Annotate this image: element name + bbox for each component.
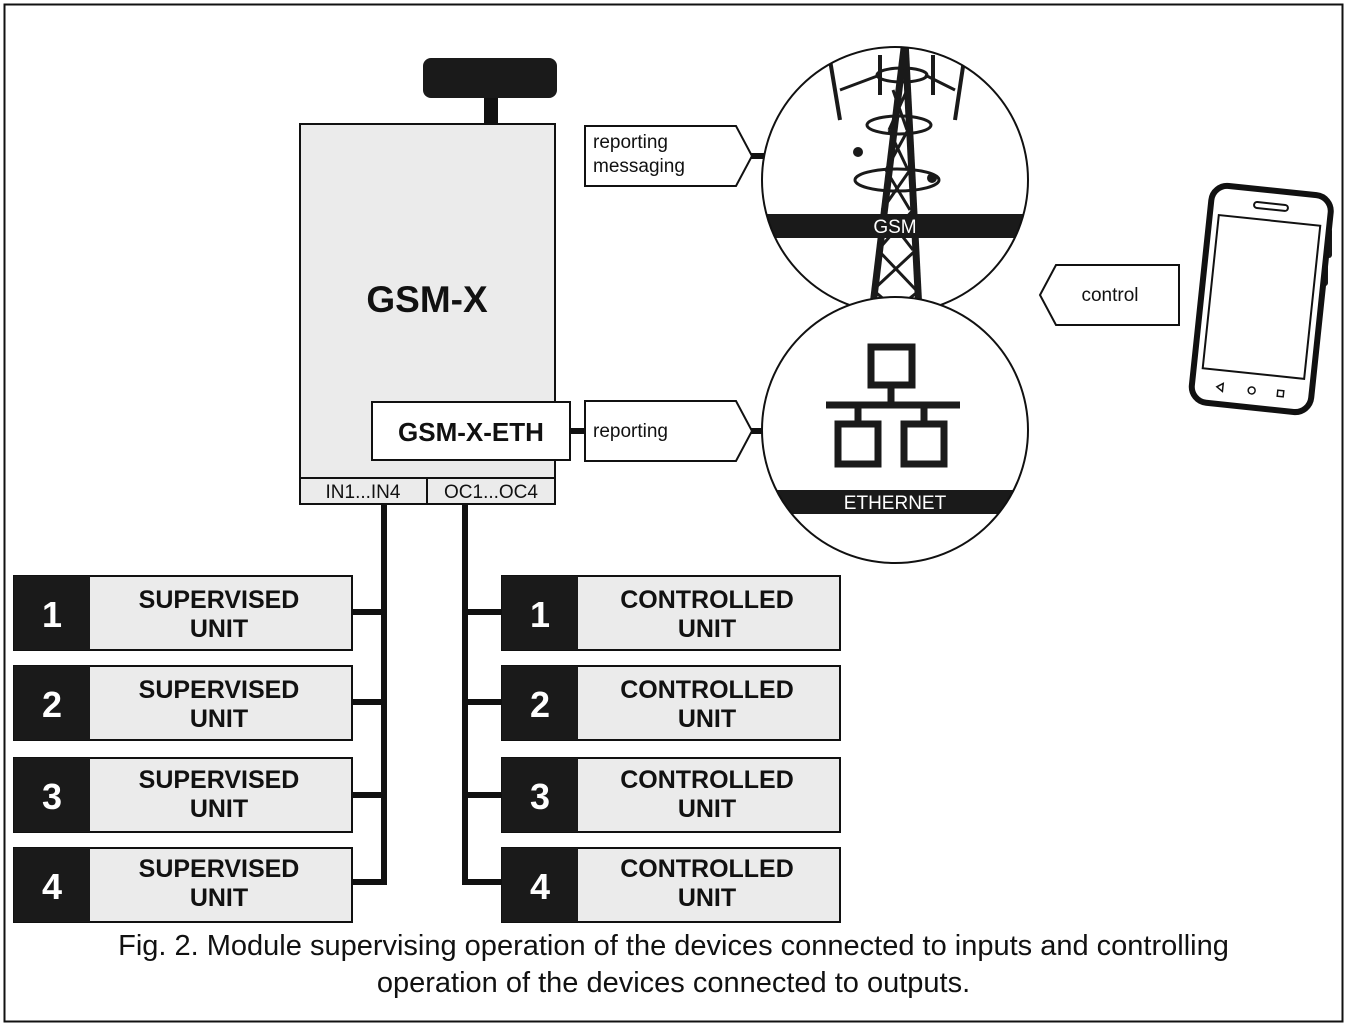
controlled-unit-label: UNIT — [678, 705, 736, 733]
supervised-unit-number: 2 — [42, 684, 62, 725]
eth-message-arrow: reporting — [584, 400, 754, 462]
supervised-unit-number: 4 — [42, 866, 62, 907]
antenna-icon — [423, 58, 557, 124]
ethernet-network-circle: ETHERNET — [761, 296, 1029, 564]
gsm-message-line2: messaging — [593, 156, 685, 177]
controlled-unit: 4 CONTROLLED UNIT — [501, 847, 841, 923]
supervised-unit-label: UNIT — [190, 615, 248, 643]
supervised-unit-number: 1 — [42, 594, 62, 635]
supervised-unit: 2 SUPERVISED UNIT — [13, 665, 353, 741]
smartphone-icon — [1188, 182, 1334, 416]
controlled-unit-label: CONTROLLED — [620, 586, 794, 614]
controlled-unit: 1 CONTROLLED UNIT — [501, 575, 841, 651]
inputs-label: IN1...IN4 — [326, 482, 401, 503]
controlled-unit-label: UNIT — [678, 615, 736, 643]
gsm-message-arrow: reporting messaging — [584, 125, 754, 187]
module-title: GSM-X — [366, 279, 488, 320]
control-label: control — [1081, 285, 1138, 306]
supervised-unit: 4 SUPERVISED UNIT — [13, 847, 353, 923]
supervised-unit-label: UNIT — [190, 705, 248, 733]
controlled-unit-number: 2 — [530, 684, 550, 725]
network-topology-icon — [826, 343, 960, 468]
caption-line: Fig. 2. Module supervising operation of … — [118, 930, 1229, 962]
supervised-unit-label: UNIT — [190, 884, 248, 912]
output-bus — [462, 504, 502, 885]
supervised-unit-label: SUPERVISED — [139, 586, 300, 614]
supervised-unit-label: SUPERVISED — [139, 766, 300, 794]
controlled-unit-number: 3 — [530, 776, 550, 817]
eth-message-label: reporting — [593, 421, 668, 442]
supervised-unit: 3 SUPERVISED UNIT — [13, 757, 353, 833]
controlled-unit: 3 CONTROLLED UNIT — [501, 757, 841, 833]
gsm-x-eth-module: GSM-X-ETH — [371, 401, 571, 461]
cell-tower-icon — [762, 47, 1028, 313]
supervised-unit-label: SUPERVISED — [139, 676, 300, 704]
supervised-unit-label: SUPERVISED — [139, 855, 300, 883]
gsm-network-label: GSM — [873, 217, 916, 238]
control-arrow: control — [1038, 264, 1180, 326]
controlled-unit-label: CONTROLLED — [620, 766, 794, 794]
ethernet-network-label: ETHERNET — [844, 493, 947, 514]
controlled-unit-number: 4 — [530, 866, 550, 907]
gsm-message-line1: reporting — [593, 132, 668, 153]
outputs-label: OC1...OC4 — [444, 482, 538, 503]
supervised-unit-label: UNIT — [190, 795, 248, 823]
supervised-unit-number: 3 — [42, 776, 62, 817]
controlled-unit-label: UNIT — [678, 795, 736, 823]
controlled-unit: 2 CONTROLLED UNIT — [501, 665, 841, 741]
supervised-unit: 1 SUPERVISED UNIT — [13, 575, 353, 651]
controlled-unit-label: CONTROLLED — [620, 855, 794, 883]
input-bus — [352, 504, 387, 885]
controlled-unit-label: UNIT — [678, 884, 736, 912]
figure-caption: Fig. 2. Module supervising operation of … — [40, 928, 1307, 1002]
eth-module-label: GSM-X-ETH — [398, 417, 544, 447]
controlled-unit-number: 1 — [530, 594, 550, 635]
caption-line: operation of the devices connected to ou… — [376, 967, 971, 999]
controlled-unit-label: CONTROLLED — [620, 676, 794, 704]
